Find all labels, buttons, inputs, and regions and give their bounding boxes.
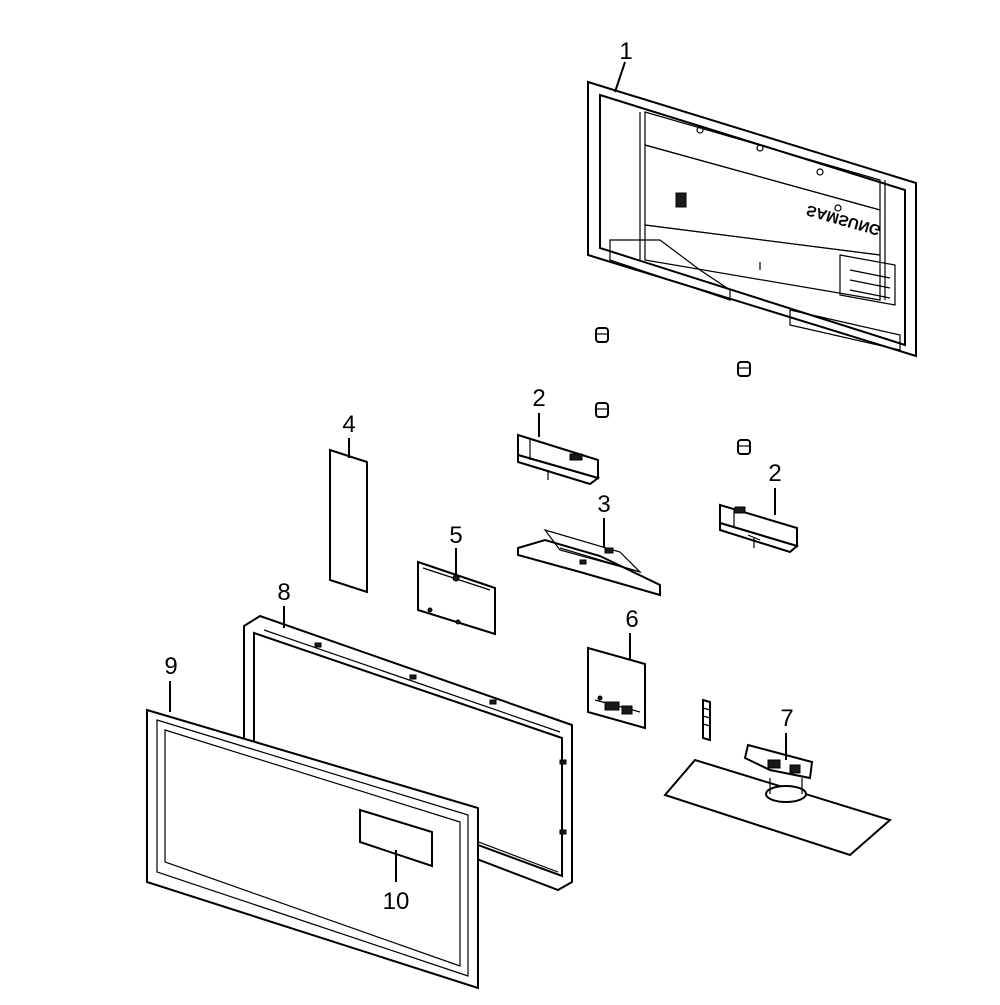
leader-1 xyxy=(614,61,626,93)
callout-9: 9 xyxy=(164,653,178,680)
part-7-stand-base xyxy=(663,743,893,857)
leader-lines xyxy=(169,61,787,882)
part-4-sheet xyxy=(329,448,368,594)
screw xyxy=(737,361,751,377)
part-small-strip xyxy=(702,698,711,742)
part-2-bracket-right xyxy=(719,503,800,554)
callout-7: 7 xyxy=(780,705,794,732)
callout-2-left: 2 xyxy=(532,385,546,412)
callout-4: 4 xyxy=(342,411,356,438)
callout-10: 10 xyxy=(382,888,410,915)
screw xyxy=(595,327,609,343)
part-1-rear-cover: SAMSUNG xyxy=(587,80,917,358)
screw xyxy=(595,402,609,418)
part-3-stand-bracket xyxy=(517,528,661,597)
part-5-board xyxy=(417,560,496,636)
part-10-label xyxy=(359,808,433,868)
callout-5: 5 xyxy=(449,522,463,549)
callout-6: 6 xyxy=(625,606,639,633)
screw xyxy=(737,439,751,455)
part-9-front-frame xyxy=(146,708,479,990)
callout-8: 8 xyxy=(277,579,291,606)
part-6-main-board xyxy=(587,646,646,730)
callout-2-right: 2 xyxy=(768,460,782,487)
callout-3: 3 xyxy=(597,491,611,518)
part-2-bracket-left xyxy=(517,433,601,486)
callout-1: 1 xyxy=(619,38,633,65)
screws xyxy=(595,327,751,455)
